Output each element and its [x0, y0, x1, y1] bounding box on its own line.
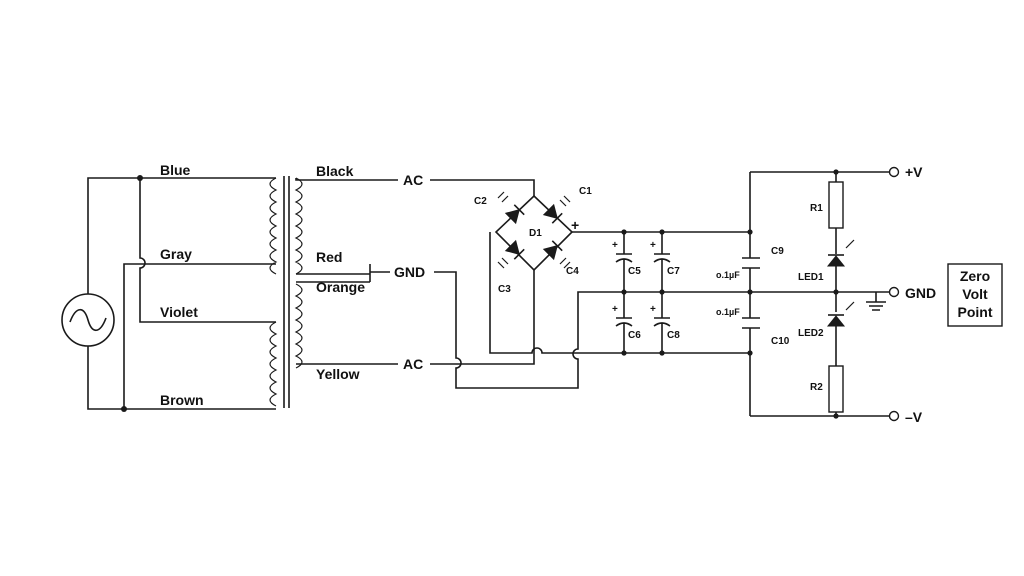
cap-label-c9: C9: [771, 246, 784, 257]
svg-text:+: +: [612, 304, 618, 315]
svg-text:+: +: [650, 304, 656, 315]
svg-text:+: +: [612, 240, 618, 251]
output-label-pos: +V: [905, 164, 923, 180]
cap-value-c9: o.1µF: [716, 270, 740, 280]
svg-text:+: +: [650, 240, 656, 251]
net-label-gnd: GND: [394, 264, 425, 280]
primary-wiring: [87, 175, 276, 412]
wire-label-blue: Blue: [160, 162, 191, 178]
wire-label-gray: Gray: [160, 246, 192, 262]
wire-label-orange: Orange: [316, 279, 365, 295]
box-line-point: Point: [958, 304, 993, 320]
bridge-label-d1: D1: [529, 228, 542, 239]
output-label-neg: –V: [905, 409, 923, 425]
wire-label-violet: Violet: [160, 304, 198, 320]
wire-label-brown: Brown: [160, 392, 204, 408]
cap-label-c2: C2: [474, 196, 487, 207]
box-line-zero: Zero: [960, 268, 990, 284]
resistor-label-r1: R1: [810, 203, 823, 214]
bridge-rectifier: [494, 191, 574, 272]
cap-label-c8: C8: [667, 330, 680, 341]
zero-volt-box: Zero Volt Point: [947, 263, 1003, 327]
cap-label-c4: C4: [566, 266, 579, 277]
transformer: [269, 176, 303, 408]
output-label-gnd: GND: [905, 285, 936, 301]
wire-label-yellow: Yellow: [316, 366, 360, 382]
net-label-ac-bottom: AC: [403, 356, 423, 372]
ac-source: [61, 293, 115, 347]
cap-label-c7: C7: [667, 266, 680, 277]
led-label-led1: LED1: [798, 272, 824, 283]
cap-label-c1: C1: [579, 186, 592, 197]
wire-label-red: Red: [316, 249, 342, 265]
filter-capacitors: + + + +: [612, 229, 671, 356]
led-label-led2: LED2: [798, 328, 824, 339]
cap-value-c10: o.1µF: [716, 307, 740, 317]
cap-label-c3: C3: [498, 284, 511, 295]
cap-label-c6: C6: [628, 330, 641, 341]
net-label-ac-top: AC: [403, 172, 423, 188]
box-line-volt: Volt: [962, 286, 988, 302]
cap-label-c10: C10: [771, 336, 790, 347]
bridge-plus-sign: +: [571, 217, 579, 233]
wire-label-black: Black: [316, 163, 354, 179]
cap-label-c5: C5: [628, 266, 641, 277]
resistor-label-r2: R2: [810, 382, 823, 393]
output-stage: [742, 166, 900, 422]
